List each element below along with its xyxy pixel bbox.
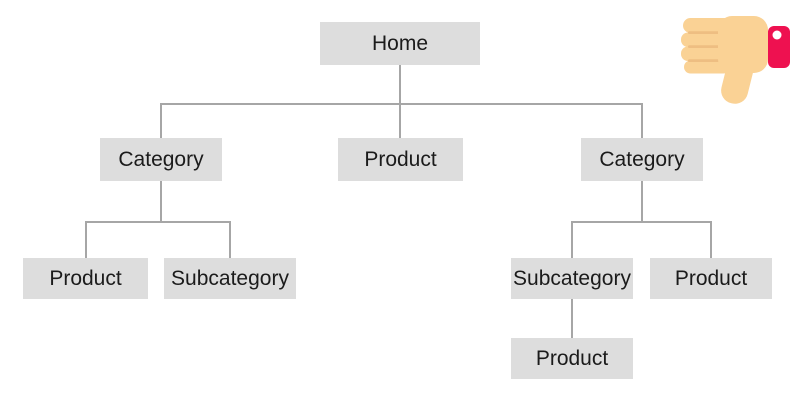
node-category-right: Category [581, 138, 703, 181]
node-home: Home [320, 22, 480, 65]
node-product-left: Product [23, 258, 148, 299]
thumbs-down-icon [681, 16, 790, 104]
node-product-bottom: Product [511, 338, 633, 379]
node-subcategory-right: Subcategory [511, 258, 633, 299]
node-category-left: Category [100, 138, 222, 181]
node-subcategory-left: Subcategory [164, 258, 296, 299]
node-product-center: Product [338, 138, 463, 181]
node-product-right: Product [650, 258, 772, 299]
